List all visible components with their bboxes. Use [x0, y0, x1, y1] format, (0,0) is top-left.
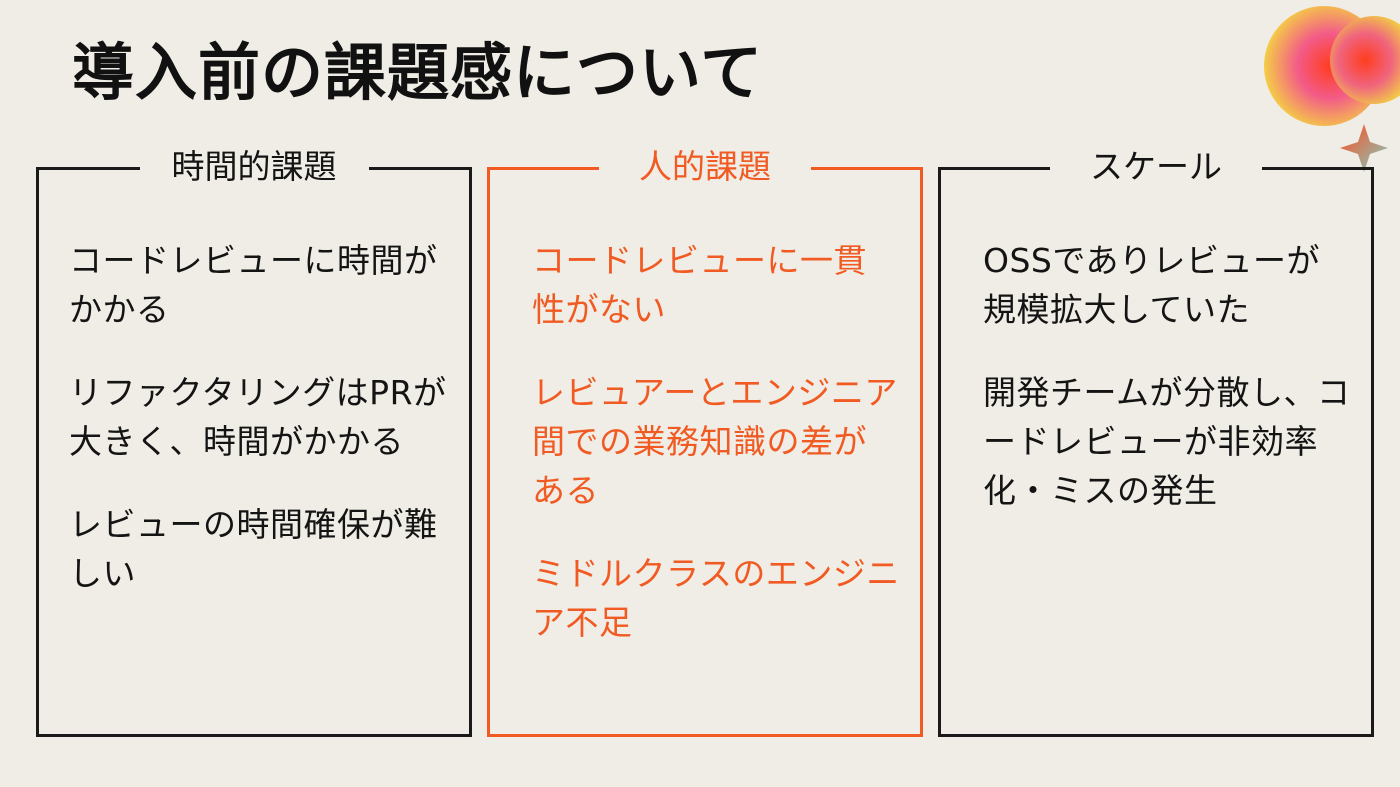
panel-list: コードレビューに時間がかかる リファクタリングはPRが大きく、時間がかかる レビ…	[69, 236, 449, 632]
list-item: レビューの時間確保が難しい	[69, 505, 438, 593]
panel-people-issues: 人的課題 コードレビューに一貫性がない レビュアーとエンジニア間での業務知識の差…	[487, 142, 923, 737]
panel-scale-issues: スケール OSSでありレビューが規模拡大していた 開発チームが分散し、コードレビ…	[938, 142, 1374, 737]
list-item: コードレビューに一貫性がない	[532, 241, 867, 329]
gradient-circles-and-sparkle-logo	[1264, 6, 1400, 172]
slide-title: 導入前の課題感について	[72, 36, 764, 109]
list-item: リファクタリングはPRが大きく、時間がかかる	[69, 373, 447, 461]
panel-heading: スケール	[1050, 142, 1262, 192]
list-item: ミドルクラスのエンジニア不足	[532, 554, 900, 642]
panel-time-issues: 時間的課題 コードレビューに時間がかかる リファクタリングはPRが大きく、時間が…	[36, 142, 472, 737]
list-item: OSSでありレビューが規模拡大していた	[983, 241, 1321, 329]
panel-list: OSSでありレビューが規模拡大していた 開発チームが分散し、コードレビューが非効…	[983, 236, 1351, 549]
list-item: コードレビューに時間がかかる	[69, 241, 438, 329]
list-item: 開発チームが分散し、コードレビューが非効率化・ミスの発生	[983, 373, 1351, 510]
panel-heading: 人的課題	[599, 142, 811, 192]
list-item: レビュアーとエンジニア間での業務知識の差がある	[532, 373, 898, 510]
panel-list: コードレビューに一貫性がない レビュアーとエンジニア間での業務知識の差がある ミ…	[532, 236, 900, 681]
panel-heading: 時間的課題	[139, 142, 369, 192]
